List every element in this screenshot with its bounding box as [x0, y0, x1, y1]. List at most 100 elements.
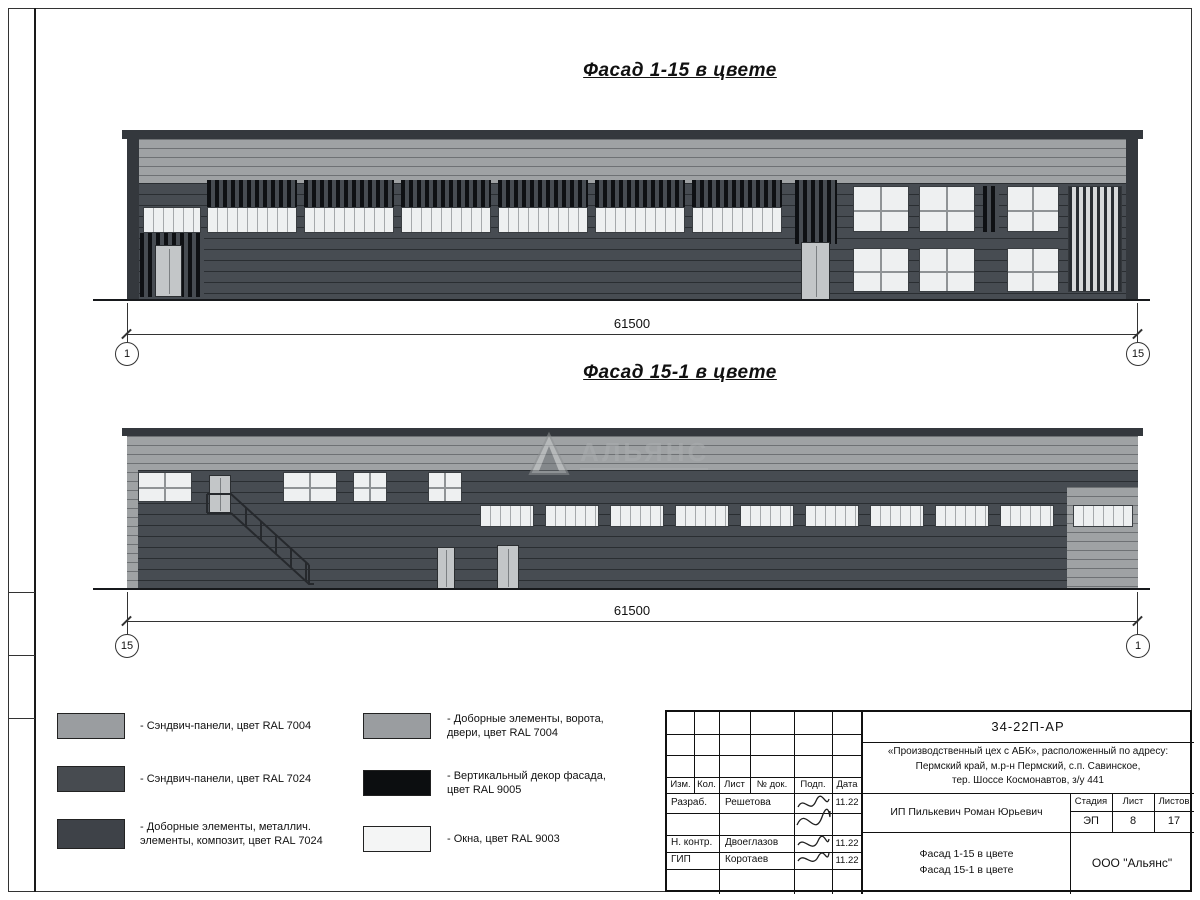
side-stamp-divider [8, 718, 35, 719]
sheets-total: 17 [1167, 814, 1181, 827]
strip-window [207, 207, 297, 233]
parapet-cap [122, 428, 1143, 436]
legend-swatch [363, 770, 431, 796]
facade-1-15-drawing [122, 130, 1143, 300]
legend-label: - Доборные элементы, металлич. элементы,… [140, 820, 323, 847]
vertical-decor-panel [595, 180, 685, 207]
row-date: 11.22 [835, 854, 859, 866]
sheet-border [8, 8, 1192, 892]
row-date: 11.22 [835, 797, 859, 809]
dimension-line [127, 334, 1138, 335]
ground-line [93, 299, 1150, 301]
facade-15-1-drawing [122, 428, 1143, 590]
title-block-line [863, 793, 1194, 794]
window [919, 248, 975, 292]
strip-window [740, 505, 794, 527]
doc-code: 34-22П-АР [991, 718, 1065, 734]
upper-panel-band [127, 139, 1138, 183]
dimension-extension-line [127, 303, 128, 339]
row-name: Коротаев [725, 854, 769, 866]
axis-marker-line [127, 335, 128, 342]
strip-window [401, 207, 491, 233]
window [283, 472, 337, 502]
window [919, 186, 975, 232]
vertical-decor-panel [207, 180, 297, 207]
title-block-line [832, 712, 833, 793]
strip-window [692, 207, 782, 233]
title-block-line [667, 869, 862, 870]
column-header-data: Дата [836, 779, 858, 791]
sheets-label: Листов [1158, 796, 1190, 808]
strip-window [675, 505, 729, 527]
row-role: Разраб. [671, 796, 708, 808]
vertical-decor-panel [401, 180, 491, 207]
axis-bubble: 15 [115, 634, 139, 658]
entrance-door [155, 245, 182, 297]
window [428, 472, 462, 502]
vertical-decor-panel [692, 180, 782, 207]
title-block-line [667, 734, 862, 735]
sheet-label: Лист [1122, 796, 1144, 808]
axis-bubble: 1 [1126, 634, 1150, 658]
title-block-line [863, 742, 1194, 743]
legend-label: - Окна, цвет RAL 9003 [447, 832, 560, 845]
dimension-extension-line [1137, 592, 1138, 626]
title-block-line [667, 755, 862, 756]
axis-marker-line [127, 622, 128, 634]
project-address-line: «Производственный цех с АБК», расположен… [887, 746, 1169, 757]
title-block-line [1070, 793, 1071, 894]
strip-window [480, 505, 534, 527]
row-name: Двоеглазов [725, 837, 779, 849]
ground-line [93, 588, 1150, 590]
dimension-line [127, 621, 1138, 622]
legend-swatch [57, 819, 125, 849]
axis-bubble: 1 [115, 342, 139, 366]
window [1007, 186, 1059, 232]
row-date: 11.22 [835, 837, 859, 849]
alliance-logo-icon [528, 431, 570, 475]
lower-panel-band [127, 470, 1138, 590]
sheet-title: Фасад 1-15 в цвете Фасад 15-1 в цвете [863, 832, 1070, 894]
project-address-line: Пермский край, м.р-н Пермский, с.п. Сави… [915, 760, 1141, 772]
title-block-line [694, 712, 695, 793]
client-name: ИП Пилькевич Роман Юрьевич [890, 805, 1043, 818]
sheet-number: 8 [1129, 814, 1137, 827]
legend-swatch [363, 826, 431, 852]
corner-pilaster-right [1126, 139, 1138, 300]
strip-window [610, 505, 664, 527]
title-block-line [667, 813, 862, 814]
dimension-label: 61500 [613, 316, 651, 331]
window [853, 186, 909, 232]
stage-label: Стадия [1074, 796, 1108, 808]
sheet-title-line: Фасад 1-15 в цвете [919, 848, 1014, 861]
strip-window [1073, 505, 1133, 527]
title-block-line [863, 832, 1194, 833]
window [1007, 248, 1059, 292]
title-block-line [719, 712, 720, 793]
strip-window [498, 207, 588, 233]
title-block-line [794, 712, 795, 793]
title-block-line [794, 793, 795, 894]
upper-panel-band [127, 436, 1138, 470]
legend-swatch [57, 713, 125, 739]
project-address: «Производственный цех с АБК», расположен… [864, 745, 1192, 789]
window [853, 248, 909, 292]
facade1-title: Фасад 1-15 в цвете [583, 60, 777, 81]
side-stamp-divider [8, 592, 35, 593]
title-block: Изм. Кол. Лист № док. Подп. Дата Разраб.… [665, 710, 1194, 894]
window [138, 472, 192, 502]
vertical-decor-panel [498, 180, 588, 207]
axis-marker-line [1137, 622, 1138, 634]
legend-label: - Доборные элементы, ворота, двери, цвет… [447, 712, 604, 739]
title-block-line [719, 793, 720, 894]
column-header-podp: Подп. [800, 779, 826, 791]
window [353, 472, 387, 502]
legend-swatch [57, 766, 125, 792]
title-block-line [832, 793, 833, 894]
sheet-title-line: Фасад 15-1 в цвете [919, 864, 1014, 876]
row-name: Решетова [725, 796, 771, 808]
strip-window [870, 505, 924, 527]
row-role: Н. контр. [671, 837, 713, 849]
exterior-stair [206, 493, 314, 585]
mid-door [801, 242, 830, 300]
